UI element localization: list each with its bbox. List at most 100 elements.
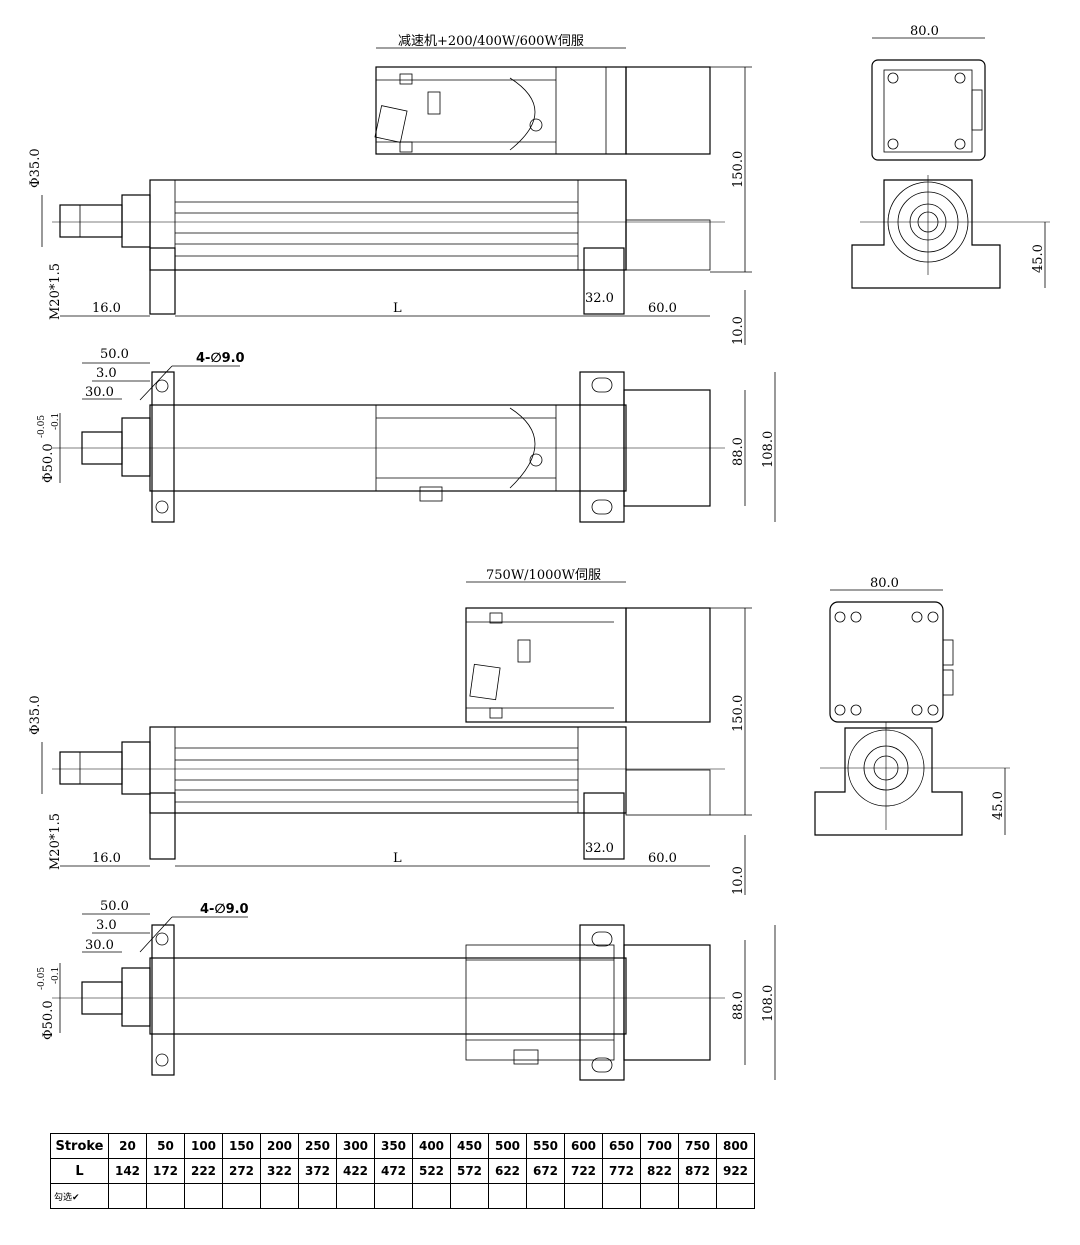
drawing1-tube-dia: Φ50.0 bbox=[41, 443, 56, 483]
drawing2-foot-dim: 32.0 bbox=[585, 841, 614, 856]
select-checkbox-cell[interactable] bbox=[450, 1183, 489, 1209]
drawing2-thread: M20*1.5 bbox=[48, 813, 63, 870]
drawing2-motor-len: 60.0 bbox=[648, 851, 677, 866]
length-cell: 622 bbox=[488, 1158, 527, 1184]
stroke-cell: 550 bbox=[526, 1133, 565, 1159]
stroke-cell: 400 bbox=[412, 1133, 451, 1159]
drawing2-center-height: 45.0 bbox=[991, 791, 1006, 820]
technical-drawing: 减速机+200/400W/600W伺服 150.0 10.0 Φ35.0 M20… bbox=[28, 24, 1050, 1081]
select-checkbox-cell[interactable] bbox=[640, 1183, 679, 1209]
drawing1-side-width: 80.0 bbox=[910, 24, 939, 39]
drawing1-flange-50: 50.0 bbox=[100, 347, 129, 362]
drawing2-width-108: 108.0 bbox=[761, 985, 776, 1022]
stroke-cell: 150 bbox=[222, 1133, 261, 1159]
length-cell: 572 bbox=[450, 1158, 489, 1184]
stroke-cell: 250 bbox=[298, 1133, 337, 1159]
length-cell: 922 bbox=[716, 1158, 755, 1184]
select-row: 勾选✔ bbox=[50, 1183, 755, 1209]
stroke-cell: 350 bbox=[374, 1133, 413, 1159]
length-cell: 672 bbox=[526, 1158, 565, 1184]
select-checkbox-cell[interactable] bbox=[716, 1183, 755, 1209]
drawing2-side-width: 80.0 bbox=[870, 576, 899, 591]
stroke-cell: 100 bbox=[184, 1133, 223, 1159]
drawing1-width-88: 88.0 bbox=[731, 437, 746, 466]
length-cell: 322 bbox=[260, 1158, 299, 1184]
drawing2-width-88: 88.0 bbox=[731, 991, 746, 1020]
drawing2-flange-3: 3.0 bbox=[96, 918, 117, 933]
drawing2-rod-len: 16.0 bbox=[92, 851, 121, 866]
length-cell: 222 bbox=[184, 1158, 223, 1184]
stroke-cell: 600 bbox=[564, 1133, 603, 1159]
drawing1-width-108: 108.0 bbox=[761, 431, 776, 468]
length-cell: 472 bbox=[374, 1158, 413, 1184]
drawing2-holes: 4-∅9.0 bbox=[200, 902, 249, 917]
stroke-cell: 750 bbox=[678, 1133, 717, 1159]
drawing1-tol-dn: -0.1 bbox=[51, 413, 61, 430]
drawing1-thread: M20*1.5 bbox=[48, 263, 63, 320]
length-cell: 422 bbox=[336, 1158, 375, 1184]
length-cell: 172 bbox=[146, 1158, 185, 1184]
select-checkbox-cell[interactable] bbox=[526, 1183, 565, 1209]
drawing1-rod-len: 16.0 bbox=[92, 301, 121, 316]
length-header-label: L bbox=[50, 1158, 109, 1184]
drawing1-tol-up: -0.05 bbox=[37, 415, 47, 438]
drawing1-top-view: 减速机+200/400W/600W伺服 150.0 10.0 Φ35.0 M20… bbox=[28, 34, 752, 345]
length-cell: 272 bbox=[222, 1158, 261, 1184]
select-checkbox-cell[interactable] bbox=[602, 1183, 641, 1209]
drawing2-flange-30: 30.0 bbox=[85, 938, 114, 953]
drawing1-plan-view: 50.0 3.0 30.0 4-∅9.0 Φ50.0 -0.05 -0.1 88… bbox=[37, 347, 776, 523]
drawing1-holes: 4-∅9.0 bbox=[196, 351, 245, 366]
select-checkbox-cell[interactable] bbox=[412, 1183, 451, 1209]
drawing2-tol-up: -0.05 bbox=[37, 967, 47, 990]
stroke-cell: 20 bbox=[108, 1133, 147, 1159]
drawing1-height-dim: 150.0 bbox=[731, 151, 746, 188]
drawing2-tol-dn: -0.1 bbox=[51, 967, 61, 984]
drawing1-motor-label: 减速机+200/400W/600W伺服 bbox=[398, 34, 584, 49]
stroke-cell: 200 bbox=[260, 1133, 299, 1159]
drawing1-base-dim: 10.0 bbox=[731, 316, 746, 345]
select-header-label: 勾选✔ bbox=[50, 1183, 109, 1209]
select-checkbox-cell[interactable] bbox=[336, 1183, 375, 1209]
drawing1-foot-dim: 32.0 bbox=[585, 291, 614, 306]
drawing1-side-view: 80.0 45.0 bbox=[851, 24, 1050, 289]
stroke-header-label: Stroke bbox=[50, 1133, 109, 1159]
length-cell: 522 bbox=[412, 1158, 451, 1184]
drawing1-rod-dia: Φ35.0 bbox=[28, 148, 43, 188]
drawing2-motor-label: 750W/1000W伺服 bbox=[486, 568, 601, 583]
select-checkbox-cell[interactable] bbox=[374, 1183, 413, 1209]
select-checkbox-cell[interactable] bbox=[678, 1183, 717, 1209]
drawing1-flange-3: 3.0 bbox=[96, 366, 117, 381]
drawing1-center-height: 45.0 bbox=[1031, 244, 1046, 273]
drawing1-motor-len: 60.0 bbox=[648, 301, 677, 316]
select-checkbox-cell[interactable] bbox=[298, 1183, 337, 1209]
stroke-cell: 450 bbox=[450, 1133, 489, 1159]
stroke-cell: 650 bbox=[602, 1133, 641, 1159]
length-cell: 722 bbox=[564, 1158, 603, 1184]
drawing2-length: L bbox=[393, 851, 402, 866]
length-cell: 772 bbox=[602, 1158, 641, 1184]
length-cell: 372 bbox=[298, 1158, 337, 1184]
drawing2-height-dim: 150.0 bbox=[731, 695, 746, 732]
drawing2-base-dim: 10.0 bbox=[731, 866, 746, 895]
stroke-cell: 700 bbox=[640, 1133, 679, 1159]
drawing2-flange-50: 50.0 bbox=[100, 899, 129, 914]
select-checkbox-cell[interactable] bbox=[146, 1183, 185, 1209]
drawing1-length: L bbox=[393, 301, 402, 316]
length-cell: 872 bbox=[678, 1158, 717, 1184]
select-checkbox-cell[interactable] bbox=[222, 1183, 261, 1209]
select-checkbox-cell[interactable] bbox=[488, 1183, 527, 1209]
select-checkbox-cell[interactable] bbox=[184, 1183, 223, 1209]
stroke-cell: 800 bbox=[716, 1133, 755, 1159]
drawing2-plan-view: 50.0 3.0 30.0 4-∅9.0 Φ50.0 -0.05 -0.1 88… bbox=[37, 899, 776, 1081]
select-checkbox-cell[interactable] bbox=[108, 1183, 147, 1209]
select-checkbox-cell[interactable] bbox=[564, 1183, 603, 1209]
length-cell: 822 bbox=[640, 1158, 679, 1184]
drawing2-rod-dia: Φ35.0 bbox=[28, 695, 43, 735]
drawing2-top-view: 750W/1000W伺服 150.0 10.0 Φ35.0 M20*1.5 16… bbox=[28, 568, 752, 895]
drawing1-flange-30: 30.0 bbox=[85, 385, 114, 400]
select-checkbox-cell[interactable] bbox=[260, 1183, 299, 1209]
length-cell: 142 bbox=[108, 1158, 147, 1184]
